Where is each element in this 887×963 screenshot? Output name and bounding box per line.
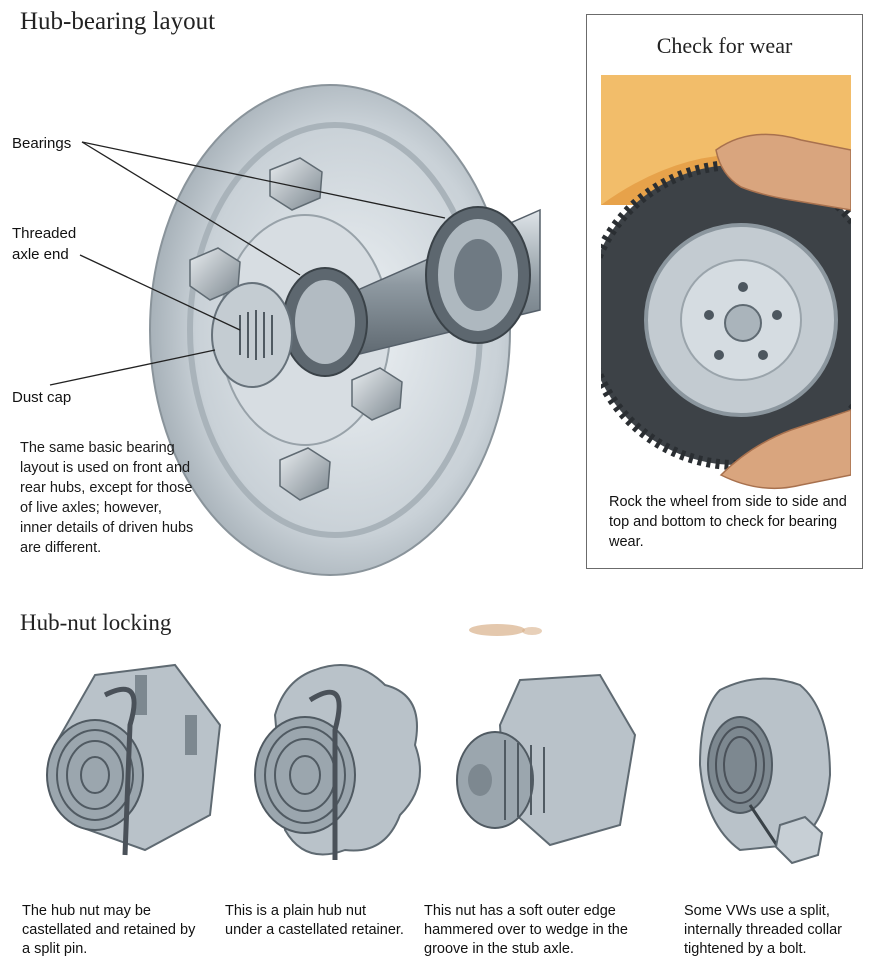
label-bearings: Bearings [12,135,72,152]
check-for-wear-panel: Check for wear Rock the wheel from side … [586,14,863,569]
outer-roller-bearing [282,267,368,377]
nut-caption-split-collar: Some VWs use a split, internally threade… [684,903,842,957]
nut-caption-plain-hub-nut: This is a plain hub nut under a castella… [225,903,404,938]
label-dust-cap: Dust cap [12,389,72,406]
hub-bearing-illustration [49,84,541,576]
dust-cap [211,282,293,388]
nut-caption-staked-nut: This nut has a soft outer edge hammered … [424,903,628,957]
hand-bottom [719,409,851,490]
panel-caption: Rock the wheel from side to side and top… [609,494,847,550]
nut-caption-castellated: The hub nut may be castellated and retai… [22,903,196,957]
split-collar-illustration [698,677,832,865]
hand-top [715,133,851,211]
castellated-nut-illustration [46,663,222,856]
section-title-hub-bearing: Hub-bearing layout [20,8,216,35]
hub-bearing-caption: The same basic bearing layout is used on… [20,440,194,556]
paper-stain [469,624,542,636]
threaded-axle-end [239,310,273,360]
section-title-hub-nut-locking: Hub-nut locking [20,610,172,635]
wheel-nut [189,157,403,501]
staked-nut-illustration [456,673,637,847]
inner-roller-bearing [425,206,531,344]
label-threaded-axle-end: Threaded axle end [12,225,77,263]
castellated-retainer-illustration [254,664,421,860]
wheel-rocking-illustration [601,75,851,490]
hub-cap [724,304,762,342]
leader-lines [49,141,446,386]
panel-title: Check for wear [656,33,793,58]
